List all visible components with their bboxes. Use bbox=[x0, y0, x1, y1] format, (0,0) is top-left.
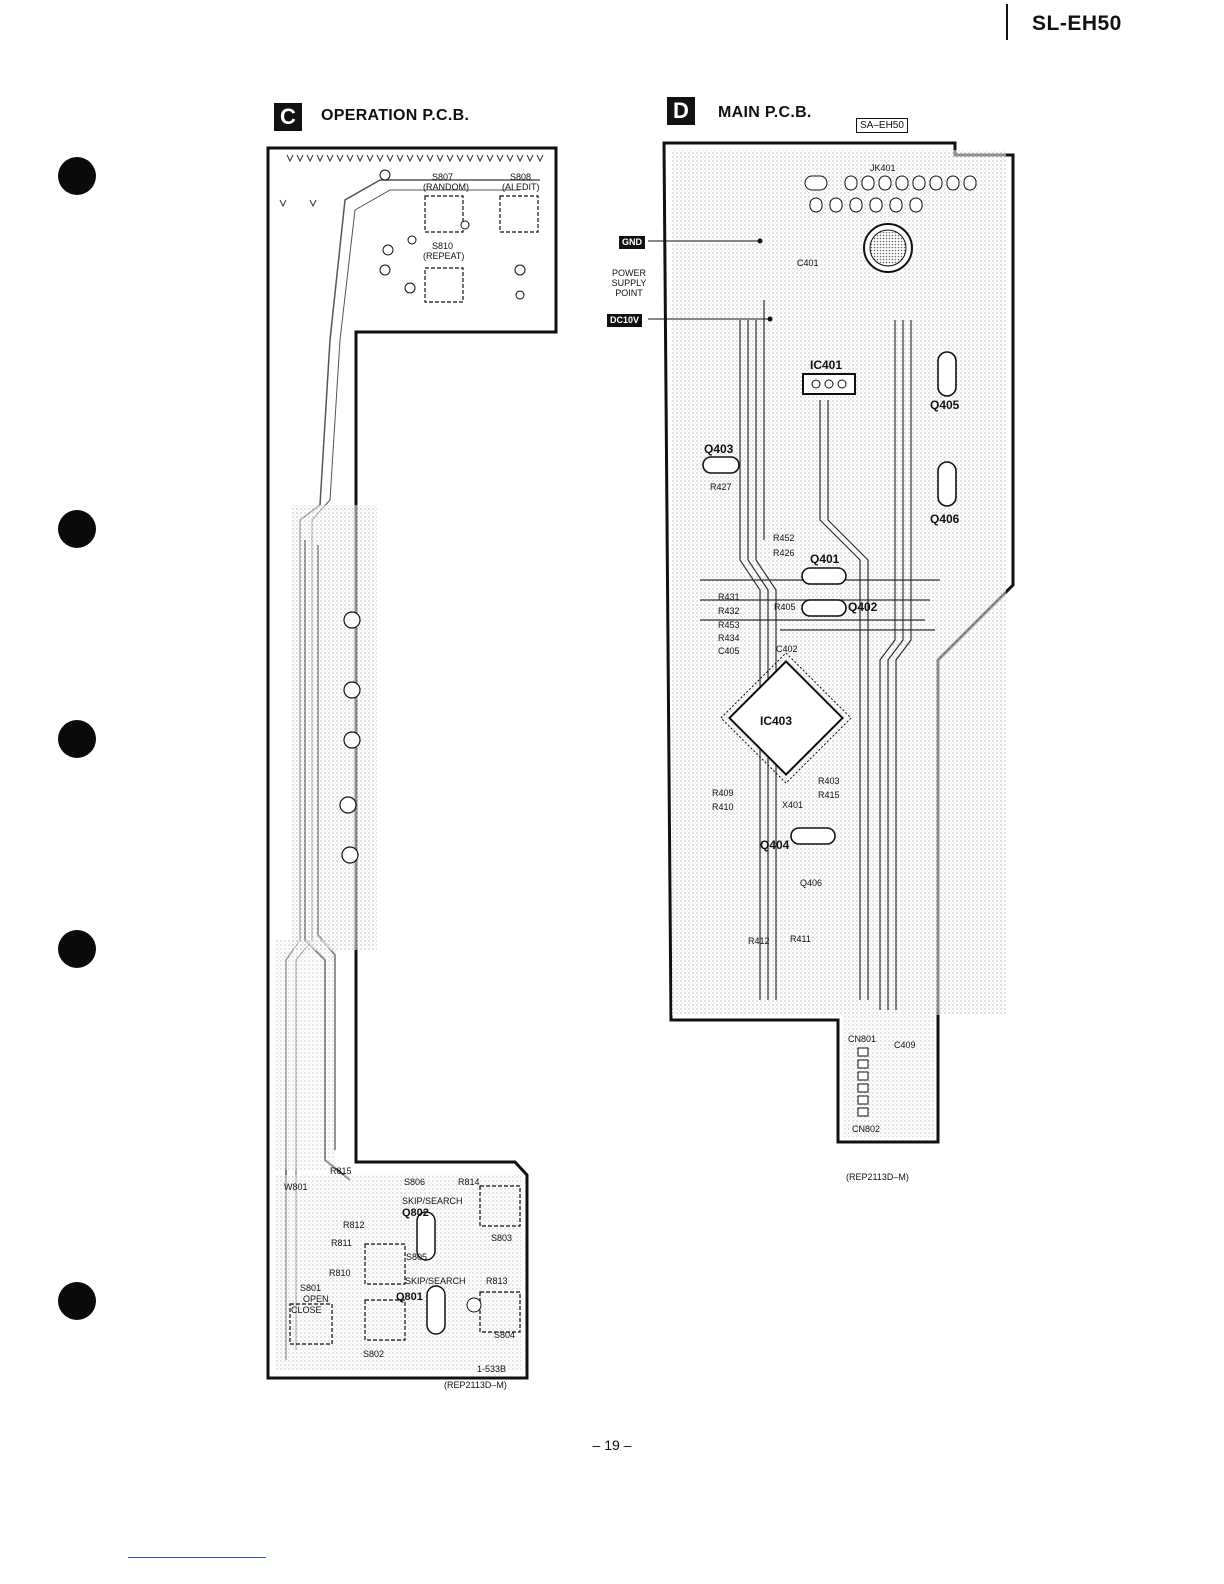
section-c-part-number: (REP2113D–M) bbox=[444, 1380, 507, 1390]
page-number: – 19 – bbox=[592, 1437, 632, 1453]
c405-label: C405 bbox=[718, 646, 740, 656]
binder-hole bbox=[58, 510, 96, 548]
r409-label: R409 bbox=[712, 788, 734, 798]
r452-label: R452 bbox=[773, 533, 795, 543]
r431-label: R431 bbox=[718, 592, 740, 602]
model-box: SA–EH50 bbox=[856, 118, 908, 133]
q403-label: Q403 bbox=[704, 442, 734, 456]
r812-label: R812 bbox=[343, 1220, 365, 1230]
ic403-label: IC403 bbox=[760, 714, 793, 728]
section-d-badge: D bbox=[667, 97, 695, 125]
r410-label: R410 bbox=[712, 802, 734, 812]
section-c-badge: C bbox=[274, 103, 302, 131]
r432-label: R432 bbox=[718, 606, 740, 616]
r813-label: R813 bbox=[486, 1276, 508, 1286]
q405-label: Q405 bbox=[930, 398, 960, 412]
s808-label: S808 bbox=[510, 172, 532, 182]
s810-label: S810 bbox=[432, 241, 454, 251]
power-supply-point: POWER SUPPLY POINT bbox=[611, 268, 647, 298]
binder-hole bbox=[58, 157, 96, 195]
skip-search-label-1: SKIP/SEARCH bbox=[402, 1196, 463, 1206]
q402-label: Q402 bbox=[848, 600, 878, 614]
s803-label: S803 bbox=[491, 1233, 513, 1243]
r453-label: R453 bbox=[718, 620, 740, 630]
r427-label: R427 bbox=[710, 482, 732, 492]
s805-label: S805 bbox=[406, 1252, 428, 1262]
ic401-label: IC401 bbox=[810, 358, 843, 372]
section-c-title: OPERATION P.C.B. bbox=[321, 107, 470, 124]
r810-label: R810 bbox=[329, 1268, 351, 1278]
r415-label: R415 bbox=[818, 790, 840, 800]
gnd-label: GND bbox=[619, 236, 645, 249]
r814-label: R814 bbox=[458, 1177, 480, 1187]
r815-label: R815 bbox=[330, 1166, 352, 1176]
q801-label: Q801 bbox=[396, 1291, 423, 1303]
open-label: OPEN bbox=[303, 1294, 329, 1304]
s802-label: S802 bbox=[363, 1349, 385, 1359]
binder-hole bbox=[58, 930, 96, 968]
q802-label: Q802 bbox=[402, 1207, 429, 1219]
random-label: (RANDOM) bbox=[423, 182, 469, 192]
binder-hole bbox=[58, 1282, 96, 1320]
section-d-title: MAIN P.C.B. bbox=[718, 104, 812, 121]
r403-label: R403 bbox=[818, 776, 840, 786]
s801-label: S801 bbox=[300, 1283, 322, 1293]
binder-hole bbox=[58, 720, 96, 758]
r405-label: R405 bbox=[774, 602, 796, 612]
dc10v-label: DC10V bbox=[607, 314, 643, 327]
section-d-part-number: (REP2113D–M) bbox=[846, 1172, 909, 1182]
c409-label: C409 bbox=[894, 1040, 916, 1050]
cn801-label: CN801 bbox=[848, 1034, 877, 1044]
q401-label: Q401 bbox=[810, 552, 840, 566]
aiedit-label: (AI EDIT) bbox=[502, 182, 540, 192]
q404-label: Q404 bbox=[760, 838, 790, 852]
s807-label: S807 bbox=[432, 172, 454, 182]
w801-label: W801 bbox=[284, 1182, 308, 1192]
q406-label: Q406 bbox=[930, 512, 960, 526]
skip-search-label-2: SKIP/SEARCH bbox=[405, 1276, 466, 1286]
operation-pcb-outline bbox=[266, 146, 558, 1380]
cn802-label: CN802 bbox=[852, 1124, 881, 1134]
q406-small-label: Q406 bbox=[800, 878, 823, 888]
repeat-label: (REPEAT) bbox=[423, 251, 465, 261]
jk401-label: JK401 bbox=[870, 163, 896, 173]
r411-label: R411 bbox=[790, 934, 811, 944]
c401-label: C401 bbox=[797, 258, 819, 268]
s806-label: S806 bbox=[404, 1177, 426, 1187]
r412-label: R412 bbox=[748, 936, 770, 946]
s804-label: S804 bbox=[494, 1330, 516, 1340]
r434-label: R434 bbox=[718, 633, 740, 643]
x401-label: X401 bbox=[782, 800, 804, 810]
r426-label: R426 bbox=[773, 548, 795, 558]
c402-label: C402 bbox=[776, 644, 798, 654]
model-number: SL-EH50 bbox=[1032, 12, 1122, 35]
board-code: 1-533B bbox=[477, 1364, 507, 1374]
bottom-rule bbox=[128, 1557, 266, 1558]
close-label: CLOSE bbox=[291, 1305, 322, 1315]
header-rule bbox=[1006, 4, 1008, 40]
r811-label: R811 bbox=[331, 1238, 352, 1248]
